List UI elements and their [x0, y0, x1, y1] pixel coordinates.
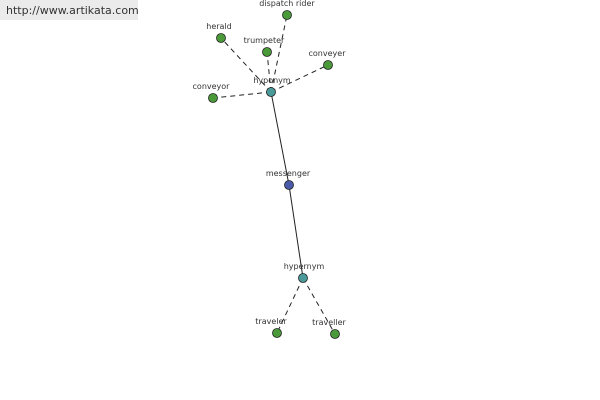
edge-hyponym-to-herald [220, 37, 272, 93]
node-traveler[interactable]: traveler [255, 317, 287, 338]
node-messenger[interactable]: messenger [266, 169, 311, 190]
nodes-layer: dispatch rider herald trumpeter conveyer con… [193, 0, 347, 339]
node-messenger-label: messenger [266, 169, 311, 178]
edge-hypernym-to-traveler [276, 277, 304, 334]
node-herald-marker[interactable] [216, 33, 226, 43]
node-hyponym-label: hyponym [253, 76, 291, 85]
node-traveller-marker[interactable] [330, 329, 340, 339]
edge-hyponym-to-conveyer [270, 64, 329, 93]
node-hyponym-marker[interactable] [266, 87, 276, 97]
node-conveyor[interactable]: conveyor [193, 82, 231, 103]
node-conveyer-marker[interactable] [323, 60, 333, 70]
node-hyponym[interactable]: hyponym [253, 76, 291, 97]
node-herald[interactable]: herald [206, 22, 232, 43]
node-conveyor-label: conveyor [193, 82, 231, 91]
node-conveyor-marker[interactable] [208, 93, 218, 103]
node-traveler-marker[interactable] [272, 328, 282, 338]
node-traveller-label: traveller [312, 318, 346, 327]
edge-hyponym-to-trumpeter [266, 51, 272, 93]
edge-hypernym-to-traveller [302, 277, 336, 335]
node-conveyer[interactable]: conveyer [309, 49, 347, 70]
edge-messenger-to-hyponym [270, 91, 290, 186]
node-herald-label: herald [206, 22, 231, 31]
node-trumpeter-label: trumpeter [244, 36, 285, 45]
node-conveyer-label: conveyer [309, 49, 347, 58]
node-trumpeter-marker[interactable] [262, 47, 272, 57]
edge-messenger-to-hypernym [288, 184, 304, 279]
node-hypernym-label: hypernym [284, 262, 325, 271]
source-url-text[interactable]: http://www.artikata.com [6, 4, 139, 17]
source-url-banner: http://www.artikata.com [0, 0, 139, 20]
node-traveler-label: traveler [255, 317, 287, 326]
node-hypernym[interactable]: hypernym [284, 262, 325, 283]
node-dispatch-rider[interactable]: dispatch rider [259, 0, 315, 20]
node-trumpeter[interactable]: trumpeter [244, 36, 285, 57]
node-dispatch-rider-marker[interactable] [282, 10, 292, 20]
node-hypernym-marker[interactable] [298, 273, 308, 283]
edges-layer [212, 14, 336, 335]
edge-hyponym-to-conveyor [212, 91, 272, 99]
node-dispatch-rider-label: dispatch rider [259, 0, 315, 8]
edge-hyponym-to-dispatch-rider [270, 14, 288, 93]
node-messenger-marker[interactable] [284, 180, 294, 190]
node-traveller[interactable]: traveller [312, 318, 347, 339]
